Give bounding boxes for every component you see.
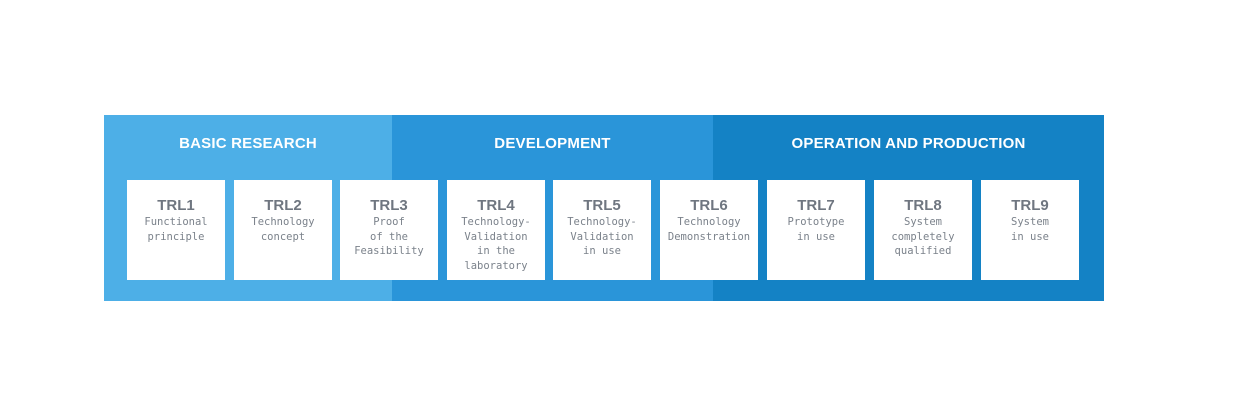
trl4-card: TRL4 Technology- Validation in the labor… [447,180,545,280]
trl3-title: TRL3 [370,197,408,214]
trl9-card: TRL9 System in use [981,180,1079,280]
trl-diagram: BASIC RESEARCH DEVELOPMENT OPERATION AND… [104,115,1104,301]
trl5-card: TRL5 Technology- Validation in use [553,180,651,280]
trl1-card: TRL1 Functional principle [127,180,225,280]
trl6-card: TRL6 Technology Demonstration [660,180,758,280]
trl6-title: TRL6 [690,197,728,214]
phase-title-development: DEVELOPMENT [494,135,611,152]
trl8-card: TRL8 System completely qualified [874,180,972,280]
trl2-card: TRL2 Technology concept [234,180,332,280]
trl2-description: Technology concept [251,216,315,243]
trl7-card: TRL7 Prototype in use [767,180,865,280]
trl6-description: Technology Demonstration [667,216,751,243]
trl3-description: Proof of the Feasibility [354,216,424,257]
trl9-description: System in use [1011,216,1049,243]
trl3-card: TRL3 Proof of the Feasibility [340,180,438,280]
trl1-title: TRL1 [157,197,195,214]
trl9-title: TRL9 [1011,197,1049,214]
trl4-description: Technology- Validation in the laboratory [461,216,531,272]
trl5-description: Technology- Validation in use [567,216,637,257]
phase-title-operation-production: OPERATION AND PRODUCTION [791,135,1026,152]
trl7-description: Prototype in use [787,216,845,243]
phase-development: DEVELOPMENT [392,115,713,301]
trl4-title: TRL4 [477,197,515,214]
phase-title-basic-research: BASIC RESEARCH [179,135,317,152]
trl8-description: System completely qualified [891,216,955,257]
trl1-description: Functional principle [144,216,208,243]
trl7-title: TRL7 [797,197,835,214]
trl8-title: TRL8 [904,197,942,214]
trl5-title: TRL5 [583,197,621,214]
trl2-title: TRL2 [264,197,302,214]
